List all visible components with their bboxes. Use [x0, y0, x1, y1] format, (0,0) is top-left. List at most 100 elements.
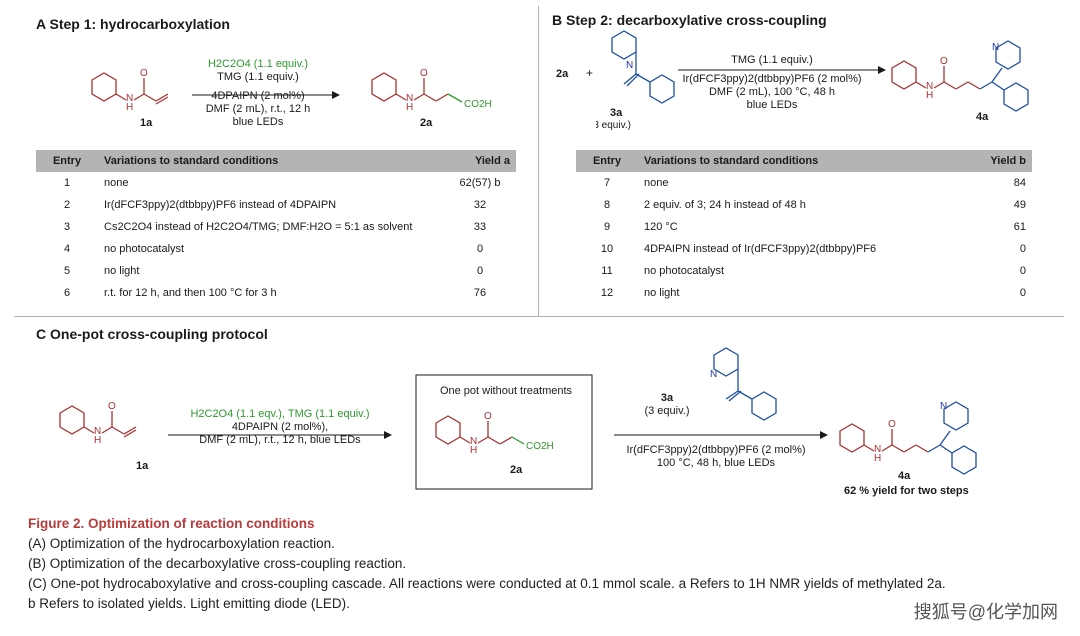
intermediate-2a-structure [435, 415, 513, 445]
panel-c-scheme: H N O 1a H N O CO2H 2a N [59, 347, 977, 497]
cell-yield: 0 [1019, 287, 1026, 299]
cell-variation: 4DPAIPN instead of Ir(dFCF3ppy)2(dtbbpy)… [644, 243, 877, 255]
cell-variation: no light [644, 287, 680, 299]
svg-text:H: H [126, 102, 133, 113]
cell-entry: 11 [601, 265, 613, 277]
header-variations: Variations to standard conditions [638, 150, 960, 172]
cell-entry: 5 [63, 265, 71, 277]
condition-line: DMF (2 mL), 100 °C, 48 h [708, 86, 836, 98]
panel-divider-horizontal [14, 316, 1064, 317]
table-header-row: Entry Variations to standard conditions … [576, 150, 1032, 172]
carboxyl-group-label: CO2H [526, 441, 554, 452]
cell-variation: no light [104, 265, 140, 277]
reagent-3a-label: 3a [660, 392, 674, 404]
cell-entry: 9 [603, 221, 611, 233]
cell-yield: 0 [1019, 243, 1026, 255]
cell-entry: 3 [63, 221, 71, 233]
cell-entry: 4 [63, 243, 71, 255]
panel-b-conditions: TMG (1.1 equiv.) Ir(dFCF3ppy)2(dtbbpy)PF… [672, 54, 872, 112]
panel-b-title: B Step 2: decarboxylative cross-coupling [552, 12, 827, 28]
caption-line: b Refers to isolated yields. Light emitt… [28, 596, 350, 611]
acrylanilide-structure [59, 405, 137, 438]
reactant-1a-label: 1a [140, 117, 153, 129]
reagent-3a-equiv: (3 equiv.) [596, 120, 631, 131]
condition-line: blue LEDs [746, 99, 798, 111]
condition-line: Ir(dFCF3ppy)2(dtbbpy)PF6 (2 mol%) [626, 444, 806, 456]
panel-b-plus: + [586, 66, 594, 80]
panel-divider-vertical [538, 6, 539, 316]
cell-yield: 61 [1013, 221, 1026, 233]
condition-line: 4DPAIPN (2 mol%), [231, 421, 329, 433]
svg-text:H: H [874, 453, 881, 464]
svg-text:O: O [940, 56, 948, 67]
table-row: 10 4DPAIPN instead of Ir(dFCF3ppy)2(dtbbp… [576, 238, 1032, 260]
acrylanilide-structure [91, 72, 169, 105]
cell-entry: 10 [600, 243, 614, 255]
cell-yield: 76 [473, 287, 487, 299]
intermediate-2a-label: 2a [510, 464, 523, 476]
cell-yield: 84 [1013, 177, 1026, 189]
cell-variation: 120 °C [644, 221, 678, 233]
condition-line: 4DPAIPN (2 mol%) [211, 90, 305, 102]
svg-text:N: N [470, 436, 477, 447]
figure-caption: Figure 2. Optimization of reaction condi… [28, 514, 1068, 614]
svg-text:O: O [140, 68, 148, 79]
cell-entry: 2 [63, 199, 71, 211]
condition-line: TMG (1.1 equiv.) [217, 71, 299, 83]
condition-line: blue LEDs [232, 116, 284, 128]
caption-line: (B) Optimization of the decarboxylative … [28, 556, 407, 571]
reactant-1a-label: 1a [136, 460, 149, 472]
condition-line: TMG (1.1 equiv.) [731, 54, 813, 66]
cell-variation: no photocatalyst [104, 243, 185, 255]
svg-text:H: H [926, 90, 933, 101]
header-entry: Entry [36, 150, 98, 172]
svg-text:N: N [710, 369, 717, 380]
cell-yield: 33 [473, 221, 487, 233]
svg-text:N: N [126, 93, 133, 104]
svg-text:N: N [406, 93, 413, 104]
condition-line: H2C2O4 (1.1 equiv.) [207, 58, 309, 70]
carboxyl-group-label: CO2H [464, 99, 492, 110]
cell-variation: no photocatalyst [644, 265, 725, 277]
product-4a-structure [891, 60, 981, 90]
svg-text:H: H [470, 445, 477, 456]
svg-text:N: N [926, 81, 933, 92]
one-pot-box [415, 374, 593, 490]
panel-b-scheme: N (3 equiv.) 3a N H N O 4a [596, 30, 1029, 131]
svg-text:O: O [888, 419, 896, 430]
vinylpyridine-3a-structure [713, 347, 777, 421]
panel-b-table: Entry Variations to standard conditions … [576, 150, 1032, 304]
svg-text:O: O [420, 68, 428, 79]
product-4a-label: 4a [898, 470, 911, 482]
table-row: 2 Ir(dFCF3ppy)2(dtbbpy)PF6 instead of 4DP… [36, 194, 516, 216]
panel-b-2a-prefix: 2a [556, 68, 569, 80]
panel-c-reagent-3a: 3a (3 equiv.) [632, 392, 702, 418]
svg-text:N: N [94, 426, 101, 437]
vinylpyridine-3a-structure [611, 30, 675, 104]
cell-entry: 8 [603, 199, 611, 211]
product-2a-structure [371, 72, 449, 102]
cell-variation: r.t. for 12 h, and then 100 °C for 3 h [104, 287, 277, 299]
svg-text:O: O [108, 401, 116, 412]
yield-two-steps: 62 % yield for two steps [844, 485, 969, 497]
svg-text:N: N [940, 401, 947, 412]
cell-entry: 7 [603, 177, 611, 189]
cell-variation: 2 equiv. of 3; 24 h instead of 48 h [644, 199, 806, 211]
one-pot-box-title: One pot without treatments [439, 385, 573, 397]
watermark: 搜狐号@化学加网 [913, 602, 1058, 622]
condition-line: DMF (2 mL), r.t., 12 h [205, 103, 311, 115]
caption-title: Figure 2. Optimization of reaction condi… [28, 516, 315, 531]
cell-variation: Ir(dFCF3ppy)2(dtbbpy)PF6 instead of 4DPA… [104, 199, 337, 211]
cell-variation: Cs2C2O4 instead of H2C2O4/TMG; DMF:H2O =… [104, 221, 413, 233]
condition-line: H2C2O4 (1.1 eqv.), TMG (1.1 equiv.) [190, 408, 370, 420]
caption-line: (A) Optimization of the hydrocarboxylati… [28, 536, 335, 551]
header-yield: Yield a [444, 150, 516, 172]
condition-line: 100 °C, 48 h, blue LEDs [656, 457, 776, 469]
